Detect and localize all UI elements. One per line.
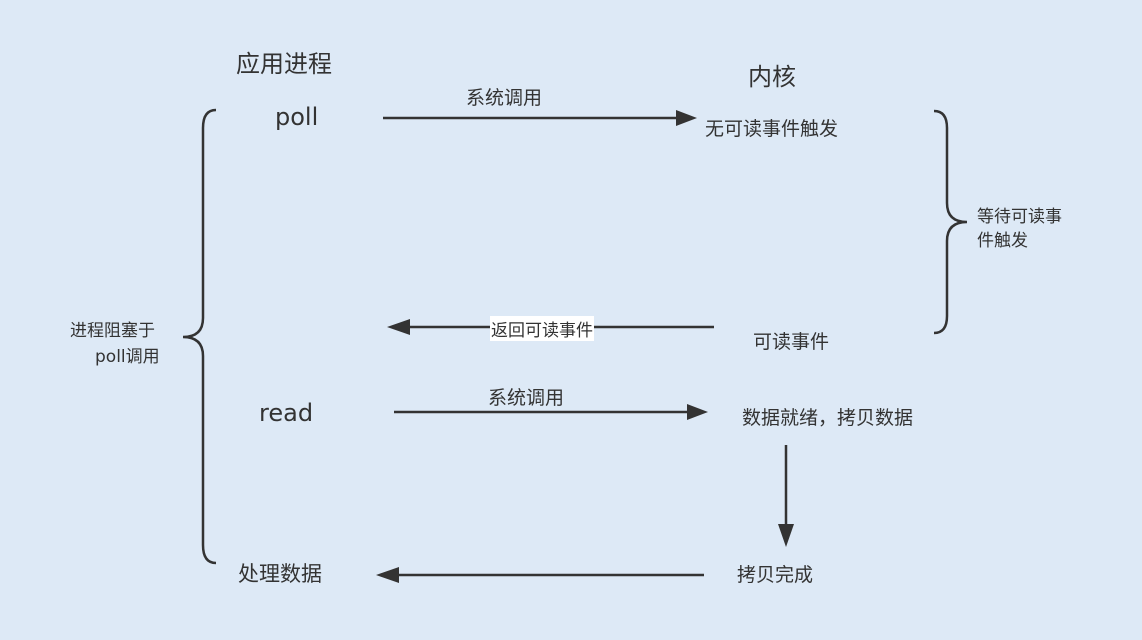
header-kernel: 内核 xyxy=(748,63,796,91)
data-ready-label: 数据就绪，拷贝数据 xyxy=(742,407,914,429)
arrow-copy-down xyxy=(778,445,794,547)
arrow-syscall-poll xyxy=(383,110,697,126)
readable-event-label: 可读事件 xyxy=(753,331,830,353)
syscall-label-1: 系统调用 xyxy=(466,87,543,109)
arrow-syscall-read xyxy=(394,404,708,420)
right-brace-note-line2: 件触发 xyxy=(977,231,1028,251)
arrow-copy-done xyxy=(376,567,704,583)
syscall-label-2: 系统调用 xyxy=(488,387,565,409)
read-label: read xyxy=(259,399,314,427)
process-data-label: 处理数据 xyxy=(238,562,322,586)
poll-label: poll xyxy=(275,103,319,131)
return-readable-label: 返回可读事件 xyxy=(490,316,594,341)
no-readable-event-label: 无可读事件触发 xyxy=(705,118,839,140)
copy-done-label: 拷贝完成 xyxy=(737,564,814,586)
header-app-process: 应用进程 xyxy=(236,50,332,78)
right-brace-note-line1: 等待可读事 xyxy=(977,207,1062,227)
left-brace-note-line1: 进程阻塞于 xyxy=(70,321,155,341)
right-brace xyxy=(933,109,968,335)
left-brace-note-line2: poll调用 xyxy=(95,347,160,367)
left-brace xyxy=(182,108,217,565)
